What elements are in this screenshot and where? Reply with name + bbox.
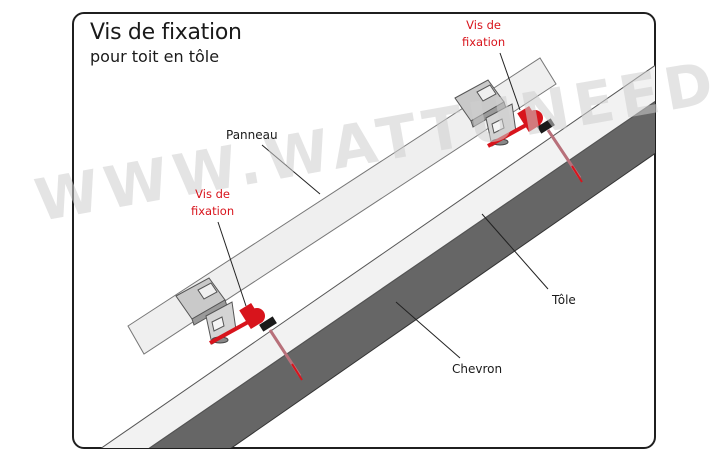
label-screw-bottom: Vis de fixation: [191, 186, 234, 220]
panel-leader-line: [261, 144, 321, 195]
rafter-leader-line: [395, 301, 461, 359]
screw-bottom-leader-line: [217, 221, 247, 307]
diagram-title: Vis de fixation: [90, 20, 242, 45]
sheet-leader-line: [481, 213, 549, 290]
label-panel: Panneau: [226, 128, 278, 142]
diagram-subtitle: pour toit en tôle: [90, 47, 220, 66]
solar-panel: [127, 57, 557, 355]
diagram-frame: [72, 12, 656, 449]
label-screw-top-line1: Vis de: [466, 18, 501, 32]
label-screw-top: Vis de fixation: [462, 17, 505, 51]
label-screw-bottom-line2: fixation: [191, 204, 235, 218]
screw-top-leader-line: [499, 52, 521, 111]
roof-sheet: [98, 61, 655, 448]
bottom-fixing-screw: [209, 302, 303, 381]
label-sheet: Tôle: [552, 293, 576, 307]
label-rafter: Chevron: [452, 362, 503, 376]
top-fixing-screw: [487, 105, 583, 183]
label-screw-bottom-line1: Vis de: [195, 187, 230, 201]
label-screw-top-line2: fixation: [462, 35, 506, 49]
